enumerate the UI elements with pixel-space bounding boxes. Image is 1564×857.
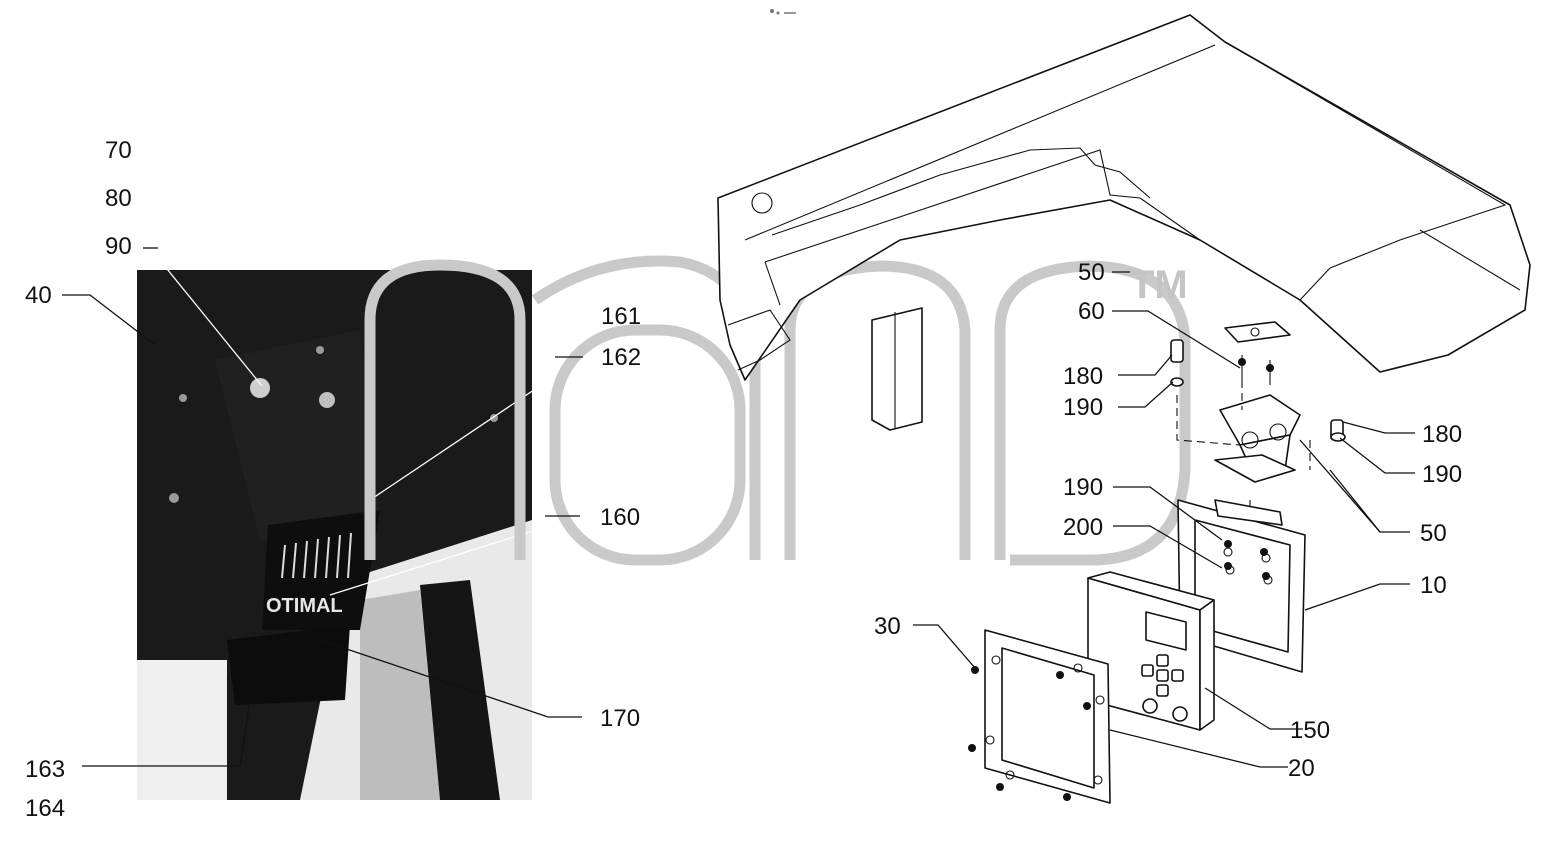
label-190-left: 190 bbox=[1063, 394, 1103, 421]
screws bbox=[968, 540, 1270, 801]
label-50-top: 50 bbox=[1078, 259, 1105, 286]
roof-beam bbox=[717, 14, 1531, 431]
label-60: 60 bbox=[1078, 298, 1105, 325]
clamp-plate bbox=[1224, 321, 1291, 343]
label-164: 164 bbox=[25, 795, 65, 822]
photo-marking: OTIMAL bbox=[266, 595, 343, 617]
label-190-lower: 190 bbox=[1063, 474, 1103, 501]
label-50-bottom: 50 bbox=[1420, 520, 1447, 547]
label-180-left: 180 bbox=[1063, 363, 1103, 390]
label-40: 40 bbox=[25, 282, 52, 309]
top-marker-icon bbox=[770, 9, 796, 15]
label-90: 90 bbox=[105, 233, 132, 260]
label-160: 160 bbox=[600, 504, 640, 531]
label-80: 80 bbox=[105, 185, 132, 212]
watermark-tm: TM bbox=[1130, 263, 1188, 307]
label-20: 20 bbox=[1288, 755, 1315, 782]
exploded-view bbox=[717, 14, 1531, 804]
label-10: 10 bbox=[1420, 572, 1447, 599]
label-150: 150 bbox=[1290, 717, 1330, 744]
leader-lines bbox=[62, 247, 1415, 768]
callout-labels: 70 80 90 40 161 162 160 170 163 164 50 6… bbox=[25, 137, 1462, 822]
label-161: 161 bbox=[601, 303, 641, 330]
label-163: 163 bbox=[25, 756, 65, 783]
photo-panel: OTIMAL bbox=[137, 247, 584, 800]
mount-bracket bbox=[1214, 394, 1301, 483]
label-162: 162 bbox=[601, 344, 641, 371]
label-30: 30 bbox=[874, 613, 901, 640]
label-170: 170 bbox=[600, 705, 640, 732]
label-200: 200 bbox=[1063, 514, 1103, 541]
front-frame bbox=[984, 629, 1111, 804]
label-70: 70 bbox=[105, 137, 132, 164]
display-unit bbox=[1087, 571, 1215, 731]
label-190-right: 190 bbox=[1422, 461, 1462, 488]
label-180-right: 180 bbox=[1422, 421, 1462, 448]
